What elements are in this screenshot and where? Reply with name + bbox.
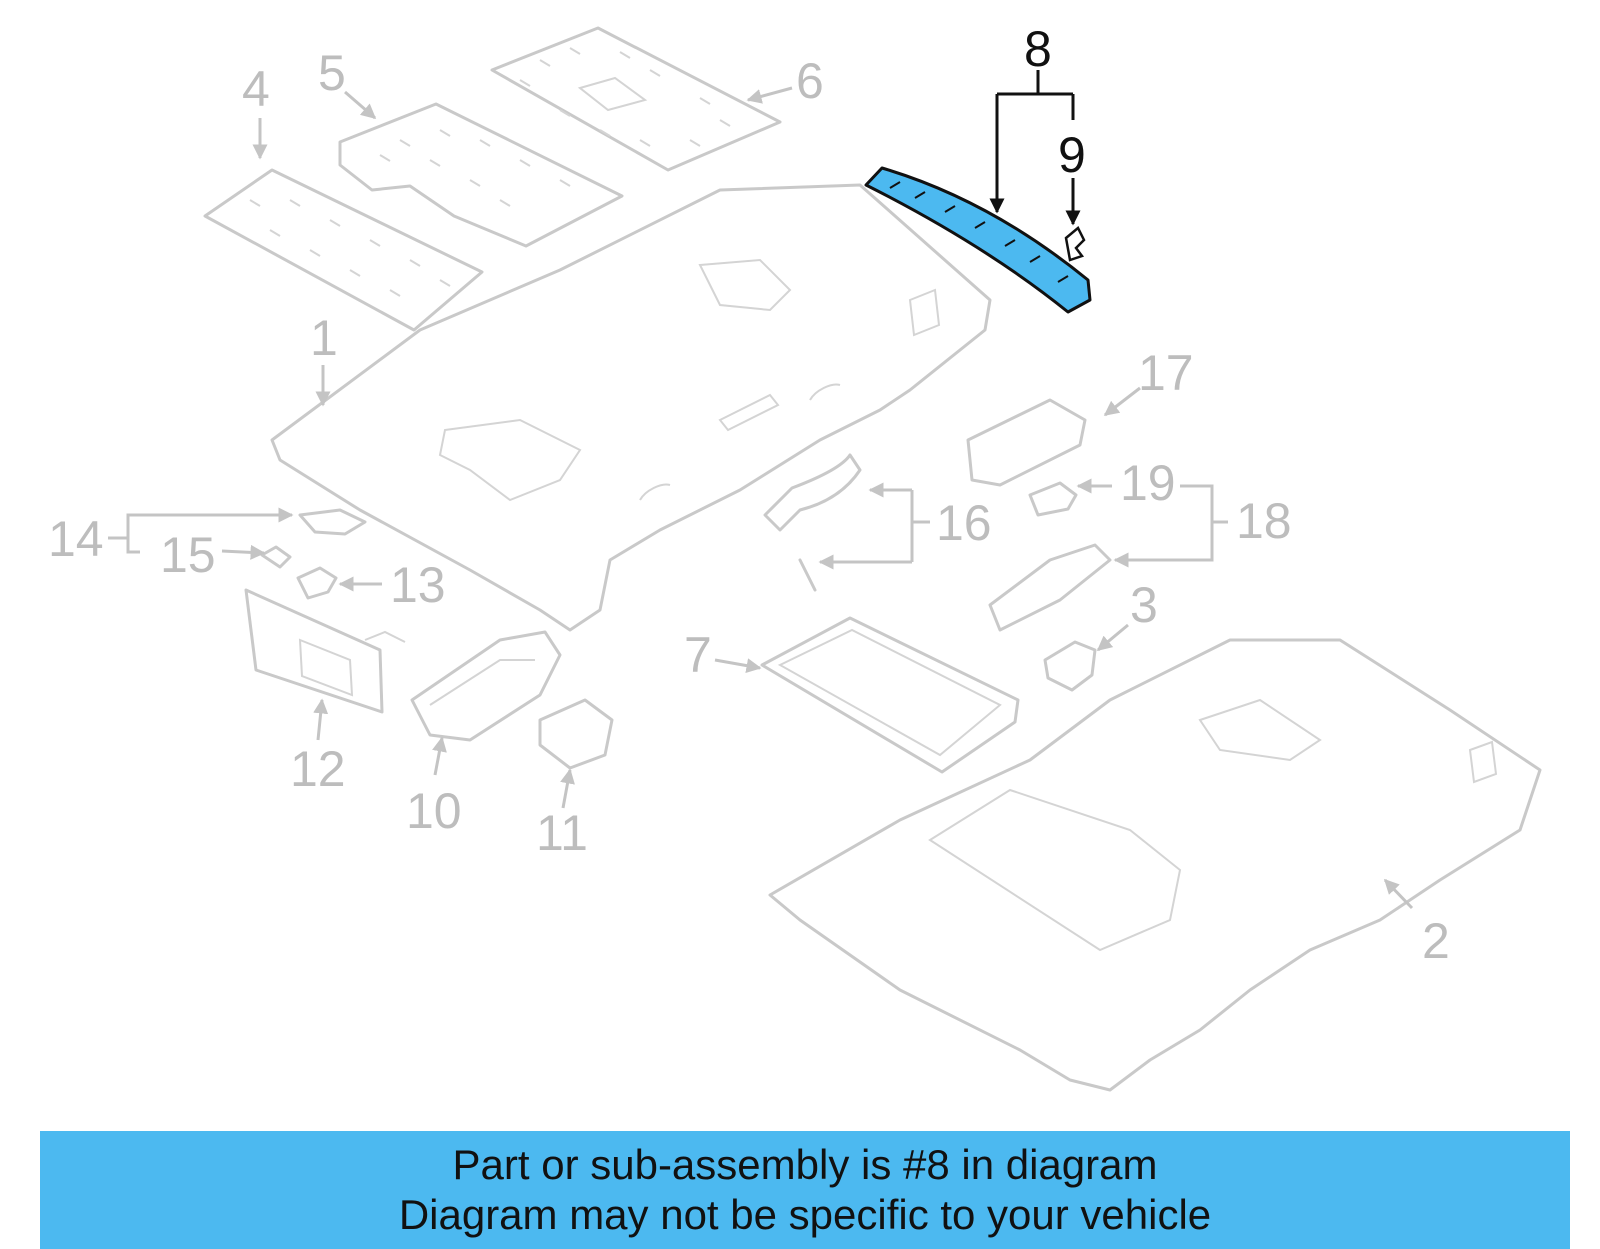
clip-part-15	[260, 545, 292, 569]
callout-18: 18	[1236, 493, 1292, 549]
clip-part-9	[1064, 226, 1086, 262]
rail-part-8	[864, 166, 1092, 314]
callout-14: 14	[48, 511, 104, 567]
info-banner: Part or sub-assembly is #8 in diagram Di…	[40, 1131, 1570, 1249]
clip-part-13	[296, 566, 338, 600]
clip-part-14	[298, 508, 367, 536]
callout-12: 12	[290, 741, 346, 797]
callout-19: 19	[1120, 455, 1176, 511]
lamp-part-11	[538, 698, 614, 770]
callout-7: 7	[684, 627, 712, 683]
grab-handle-part-16	[763, 453, 862, 592]
callout-13: 13	[390, 557, 446, 613]
callout-labels: 1 2 3 4 5 6 7 8 9 10 11 12 13 14 15 16 1…	[48, 21, 1450, 969]
callout-8: 8	[1024, 21, 1052, 77]
banner-disclaimer: Diagram may not be specific to your vehi…	[398, 1191, 1212, 1238]
pad-part-5	[338, 102, 624, 248]
bracket-part-19	[1028, 481, 1078, 517]
callout-4: 4	[242, 61, 270, 117]
callout-5: 5	[318, 45, 346, 101]
callout-3: 3	[1130, 577, 1158, 633]
console-part-10	[410, 630, 562, 742]
bracket-part-17	[966, 398, 1087, 487]
callout-1: 1	[310, 310, 338, 366]
sunroof-frame-part-7	[760, 616, 1020, 774]
callout-11: 11	[536, 805, 588, 861]
callout-16: 16	[936, 495, 992, 551]
bracket-part-3	[1043, 640, 1097, 692]
callout-6: 6	[796, 53, 824, 109]
sunvisor-part-12	[244, 588, 406, 714]
callout-2: 2	[1422, 913, 1450, 969]
leader-lines-active	[989, 70, 1081, 226]
callout-9: 9	[1058, 127, 1086, 183]
callout-15: 15	[160, 527, 216, 583]
headliner-part-1	[270, 183, 992, 632]
parts-diagram: 1 2 3 4 5 6 7 8 9 10 11 12 13 14 15 16 1…	[48, 21, 1542, 1092]
pad-part-4	[203, 168, 484, 332]
callout-10: 10	[406, 783, 462, 839]
bracket-part-18	[988, 543, 1112, 632]
headliner-part-2	[768, 638, 1542, 1092]
callout-17: 17	[1138, 345, 1194, 401]
pad-part-6	[490, 26, 782, 172]
banner-part-note: Part or sub-assembly is #8 in diagram	[452, 1141, 1158, 1188]
leader-lines	[108, 86, 1414, 910]
